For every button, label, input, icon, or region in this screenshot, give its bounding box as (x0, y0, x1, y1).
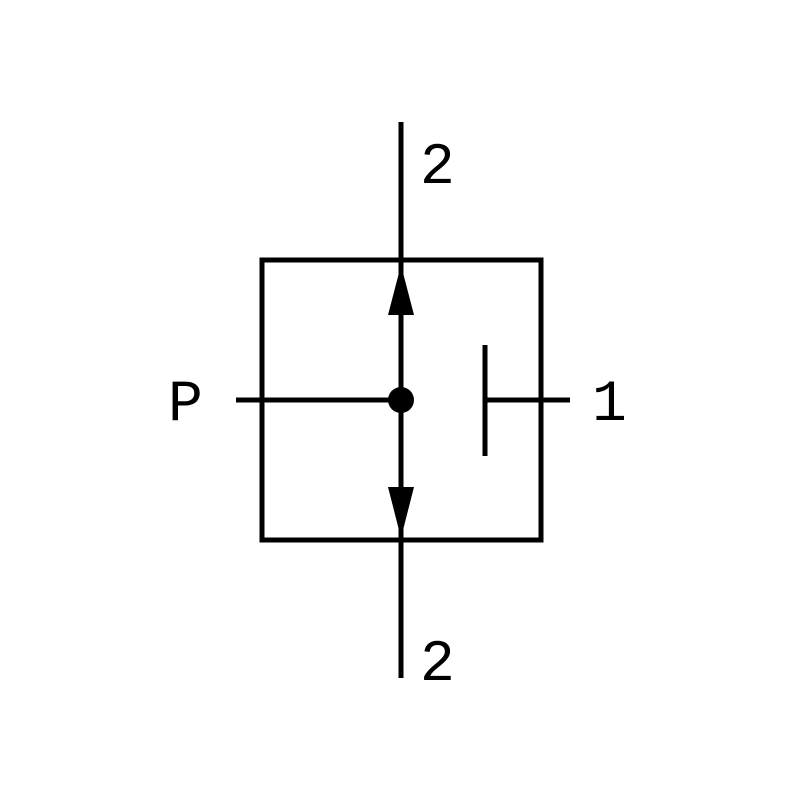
arrow-down-icon (388, 487, 414, 538)
junction-dot (388, 387, 414, 413)
pressure-port-label: P (168, 373, 203, 438)
arrow-up-icon (388, 265, 414, 315)
right-port-label: 1 (592, 373, 627, 438)
bottom-port-label: 2 (420, 633, 455, 698)
top-port-label: 2 (420, 136, 455, 201)
